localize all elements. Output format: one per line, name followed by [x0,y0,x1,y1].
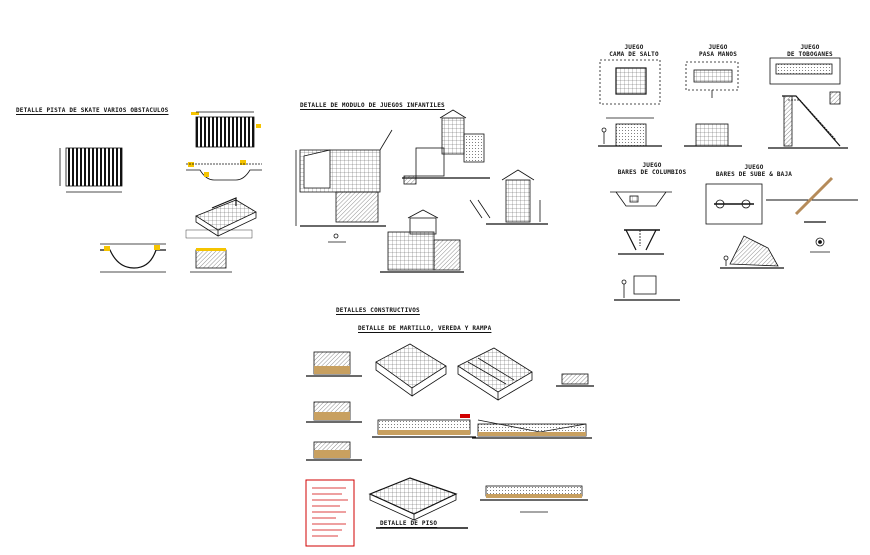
slide-plan [775,63,833,75]
module-elevation-bottom [387,231,435,271]
construction-drawings [305,343,594,547]
slides-title-line2: DE TOBOGANES [787,51,833,58]
skate-track-title: DETALLE PISTA DE SKATE VARIOS OBSTACULOS [16,107,169,114]
construction-details-title: DETALLES CONSTRUCTIVOS [336,307,420,314]
trampoline-title-line1: JUEGO [624,44,644,51]
seesaw-game-title: JUEGO BARES DE SUBE & BAJA [704,164,804,178]
module-tower-top [441,117,465,155]
skate-iso-ramp [195,199,257,231]
monkey-bars-game-title: JUEGO PASA MANOS [682,44,754,58]
module-tower-right [505,179,531,223]
swing-section [615,191,667,207]
monkey-bars-title-line2: PASA MANOS [698,51,738,58]
monkey-bars-elevation [695,123,729,147]
floor-iso [368,477,458,515]
seesaw-iso [729,235,779,267]
swing-detail [633,275,657,295]
seesaw-title-line1: JUEGO [744,164,764,171]
trampoline-plan-frame [599,59,661,105]
seesaw-board [794,176,834,216]
step-detail [561,373,589,385]
floor-detail-title: DETALLE DE PISO [380,520,438,527]
monkey-bars-title-line1: JUEGO [708,44,728,51]
stairs-iso [457,347,533,393]
slides-title-line1: JUEGO [800,44,820,51]
skate-halfpipe-section [100,249,166,269]
trampoline-title-line2: CAMA DE SALTO [609,51,659,58]
slides-game-title: JUEGO DE TOBOGANES [772,44,848,58]
seesaw-plan-frame [705,183,763,225]
skate-track-drawings [59,111,262,273]
trampoline-elevation [615,123,647,147]
play-module-title: DETALLE DE MODULO DE JUEGOS INFANTILES [300,102,445,109]
ramp-iso-1 [375,343,447,389]
swings-title-line2: BARES DE COLUMBIOS [617,169,687,176]
swing-frame [625,229,657,251]
legend-box [305,479,355,547]
swings-title-line1: JUEGO [642,162,662,169]
trampoline-plan [615,67,647,95]
monkey-bars-plan [693,69,733,83]
skate-plan-large [65,147,123,187]
skate-box-detail [195,249,227,269]
games-drawings [598,57,858,301]
skate-section-profile [186,169,262,181]
skate-plan-small [195,116,255,148]
hammer-sidewalk-ramp-title: DETALLE DE MARTILLO, VEREDA Y RAMPA [358,325,492,332]
swings-game-title: JUEGO BARES DE COLUMBIOS [604,162,700,176]
trampoline-game-title: JUEGO CAMA DE SALTO [598,44,670,58]
seesaw-title-line2: BARES DE SUBE & BAJA [715,171,793,178]
play-module-drawings [295,109,548,273]
